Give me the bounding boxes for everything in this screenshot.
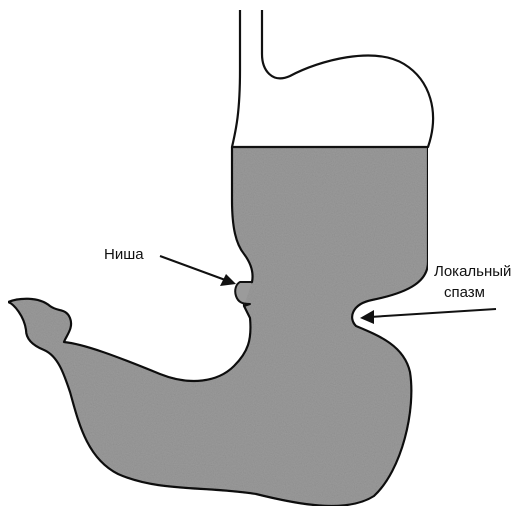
niche-label: Ниша xyxy=(104,246,144,263)
stomach-fundus-air xyxy=(232,10,433,147)
stomach-contrast-fill xyxy=(8,147,428,506)
spasm-label-line2: спазм xyxy=(444,284,485,301)
niche-arrow xyxy=(160,256,236,286)
spasm-label-line1: Локальный xyxy=(434,263,511,280)
spasm-arrow xyxy=(360,309,496,324)
